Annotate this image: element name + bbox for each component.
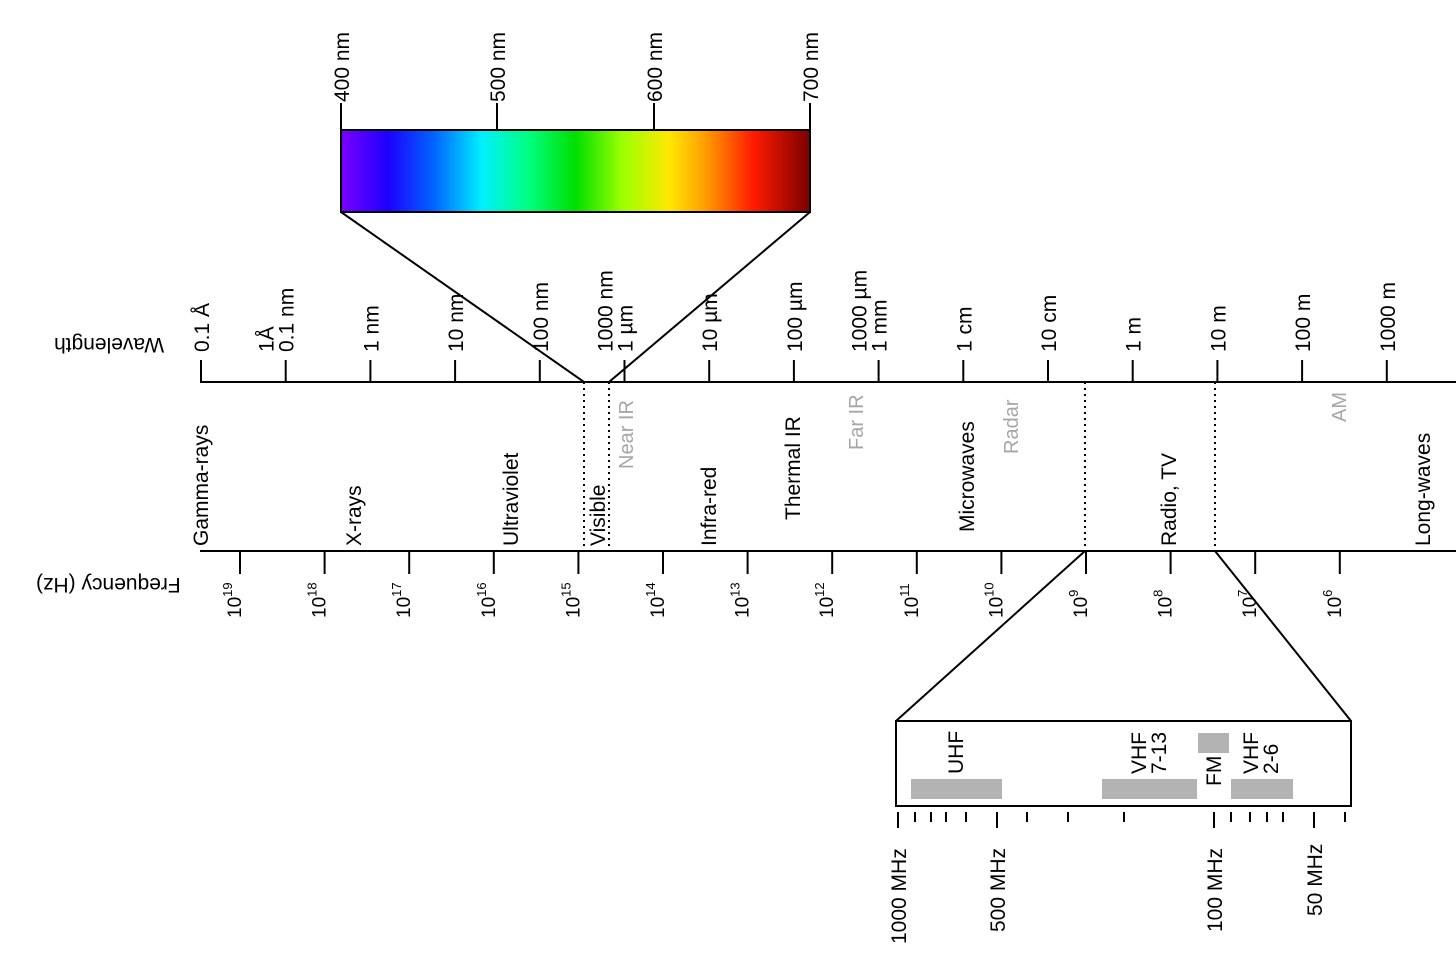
radio-band-label-vhf-2-6: VHF [1240,732,1263,774]
wavelength-tick-label: 100 µm [784,282,807,352]
frequency-tick-label: 109 [1066,590,1092,618]
radio-band-bars [911,733,1293,799]
wavelength-tick-label: 1000 m [1377,282,1400,352]
wavelength-tick-label: 1 cm [953,306,976,352]
band-label-x-rays: X-rays [343,485,366,546]
frequency-tick-label: 106 [1320,590,1346,618]
frequency-tick-label: 1018 [305,582,331,618]
fm-band-bar [1198,733,1229,753]
wavelength-tick-label: 10 µm [699,293,722,352]
wavelength-tick-label: 10 m [1207,305,1230,352]
visible-zoom-lines [340,211,811,383]
wavelength-tick-label: 1000 nm [595,270,618,352]
wavelength-tick-label: 100 m [1292,294,1315,352]
wavelength-axis: Wavelength 0.1 Å 1Å0.1 nm 1 nm 10 nm 100 nm 1… [54,270,1456,383]
visible-spectrum-ticks [340,103,811,130]
vhf-2-6-band-bar [1231,779,1293,799]
wavelength-tick-label: 10 nm [445,294,468,352]
frequency-tick-label: 108 [1151,590,1177,618]
band-label-microwaves: Microwaves [956,421,979,532]
wavelength-tick-label: 1 µm [615,305,638,352]
visible-tick-label: 700 nm [800,32,823,102]
visible-spectrum-bar [340,129,811,213]
wavelength-tick-label: 1Å [256,326,279,352]
band-label-visible: Visible [587,485,610,546]
band-label-gamma-rays: Gamma-rays [190,425,213,546]
frequency-axis: Frequency (Hz) 1019 1018 1017 1016 1015 1014 1… [36,550,1456,618]
radio-scale-ticks [897,812,1346,828]
band-label-long-waves: Long-waves [1412,433,1435,546]
radio-band-label-vhf-7-13-channels: 7-13 [1148,732,1171,774]
uhf-band-bar [911,779,1002,799]
frequency-axis-label: Frequency (Hz) [36,573,181,596]
band-label-am: AM [1329,392,1351,422]
band-label-far-ir: Far IR [846,394,868,450]
radio-zoom-lines [895,550,1352,722]
radio-band-label-uhf: UHF [945,731,968,774]
visible-tick-label: 400 nm [331,32,354,102]
band-label-thermal-ir: Thermal IR [782,416,805,520]
frequency-tick-label: 1012 [812,582,838,618]
radio-scale-label-500-mhz: 500 MHz [987,848,1010,932]
vhf-7-13-band-bar [1102,779,1197,799]
wavelength-tick-label: 1 m [1123,317,1146,352]
frequency-tick-label: 1019 [220,582,246,618]
band-label-near-ir: Near IR [616,400,638,469]
frequency-tick-label: 1015 [558,582,584,618]
visible-spectrum: 400 nm 500 nm 600 nm 700 nm [331,32,823,213]
frequency-tick-label: 1016 [474,582,500,618]
frequency-tick-label: 1011 [897,583,923,618]
visible-tick-label: 600 nm [644,32,667,102]
wavelength-tick-label: 10 cm [1038,295,1061,352]
wavelength-tick-label: 1 mm [869,300,892,353]
radio-scale-label-1000-mhz: 1000 MHz [888,848,911,944]
band-label-infra-red: Infra-red [698,467,721,546]
wavelength-tick-label: 100 nm [530,282,553,352]
frequency-tick-label: 1017 [389,582,415,618]
wavelength-tick-label: 0.1 Å [191,303,214,352]
band-dividers [583,382,1216,551]
radio-scale-label-50-mhz: 50 MHz [1304,844,1327,916]
frequency-tick-label: 1014 [643,582,669,618]
radio-band-label-vhf-2-6-channels: 2-6 [1260,744,1283,774]
wavelength-axis-label: Wavelength [54,333,164,356]
radio-inset: UHF VHF 7-13 FM VHF 2-6 1000 MHz 500 MHz… [888,720,1352,944]
radio-band-label-fm: FM [1203,756,1226,786]
radio-scale-label-100-mhz: 100 MHz [1204,848,1227,932]
frequency-tick-label: 1013 [728,582,754,618]
band-label-radio-tv: Radio, TV [1158,453,1181,546]
band-label-ultraviolet: Ultraviolet [500,452,523,546]
band-region: Gamma-rays X-rays Ultraviolet Visible In… [190,382,1435,551]
band-label-radar: Radar [1001,399,1023,454]
radio-band-label-vhf-7-13: VHF [1128,732,1151,774]
frequency-tick-label: 1010 [981,582,1007,618]
wavelength-tick-label: 1000 µm [849,270,872,352]
wavelength-tick-label: 0.1 nm [276,288,299,352]
visible-tick-label: 500 nm [487,32,510,102]
wavelength-tick-label: 1 nm [360,305,383,352]
